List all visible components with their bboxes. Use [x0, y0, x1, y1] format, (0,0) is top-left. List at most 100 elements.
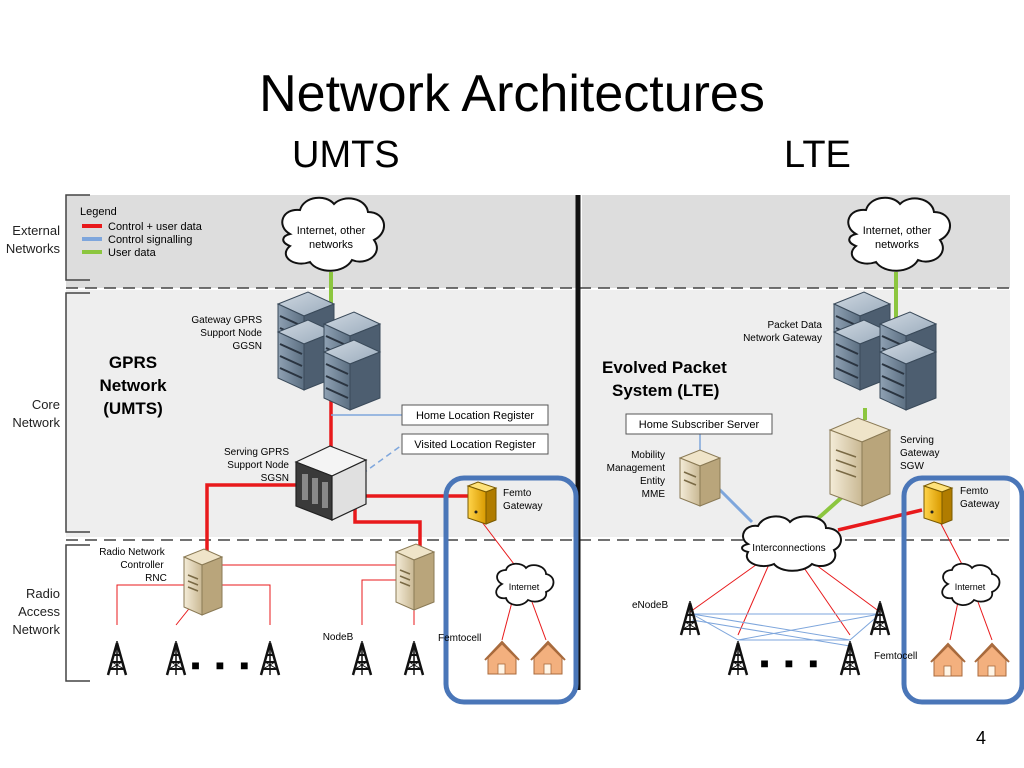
- house-icon: [484, 641, 520, 675]
- umts-internet-label-2: networks: [309, 239, 354, 251]
- umts-femtocell-label: Femtocell: [438, 633, 481, 644]
- tower-icon: [106, 639, 128, 677]
- tower-icon-4: [351, 639, 373, 677]
- legend-title: Legend: [80, 206, 117, 218]
- umts-more-dots: ■ ■ ■: [191, 657, 254, 673]
- page-number: 4: [975, 728, 986, 748]
- bracket-external: [65, 194, 90, 281]
- rnc-server-icon-2: [395, 543, 435, 611]
- gprs-network-label-1: GPRS: [109, 353, 157, 372]
- sgsn-label-2: Support Node: [227, 460, 289, 471]
- vlr-box: [401, 433, 549, 455]
- tower-icon-3: [259, 639, 281, 677]
- ggsn-label-1: Gateway GPRS: [191, 315, 262, 326]
- mme-label-3: Entity: [640, 476, 665, 487]
- enodeb-tower-icon-4: [869, 599, 891, 637]
- subtitle-umts: UMTS: [292, 134, 400, 176]
- enodeb-label: eNodeB: [632, 600, 668, 611]
- rnc-label-2: Controller: [120, 560, 164, 571]
- house-icon-lte: [930, 643, 966, 677]
- house-icon-lte-2: [974, 643, 1010, 677]
- link-internet-house2-lte: [977, 601, 993, 641]
- subtitle-lte: LTE: [784, 134, 851, 176]
- umts-femto-internet-label: Internet: [509, 582, 540, 592]
- mme-server-icon: [678, 449, 722, 507]
- umts-femto-gateway-label-1: Femto: [503, 488, 532, 499]
- nodeb-label: NodeB: [323, 632, 354, 643]
- link-internet-house2-umts: [531, 601, 547, 641]
- eps-label-1: Evolved Packet: [602, 358, 727, 377]
- link-internet-house1-lte: [949, 601, 959, 641]
- legend: Legend Control + user data Control signa…: [80, 206, 203, 259]
- link-ic-enb3: [799, 561, 851, 636]
- lte-femtocell-label: Femtocell: [874, 651, 917, 662]
- sgw-label-3: SGW: [900, 461, 924, 472]
- tower-icon-5: [403, 639, 425, 677]
- layer-label-ran: Radio Access Network: [12, 586, 60, 637]
- rnc-label-1: Radio Network: [99, 547, 166, 558]
- bracket-core: [65, 292, 90, 533]
- interconnections-cloud-icon: [741, 515, 842, 572]
- link-ic-enb1: [689, 561, 761, 613]
- link-rnc1-tower3: [222, 584, 271, 625]
- hlr-label: Home Location Register: [416, 410, 534, 422]
- sgw-label-2: Gateway: [900, 448, 939, 459]
- lte-more-dots: ■ ■ ■: [760, 655, 823, 671]
- cloud-icon-small: [495, 562, 555, 606]
- mme-label-1: Mobility: [631, 450, 665, 461]
- hlr-box: [401, 404, 549, 426]
- x2-mesh: [691, 613, 881, 647]
- lte-internet-label-2: networks: [875, 239, 920, 251]
- sgsn-label-1: Serving GPRS: [224, 447, 289, 458]
- gprs-network-label-2: Network: [99, 376, 167, 395]
- rnc-label-3: RNC: [145, 573, 167, 584]
- sgsn-switch-icon: [294, 445, 368, 521]
- umts-internet-label-1: Internet, other: [297, 225, 366, 237]
- bracket-ran: [65, 544, 90, 682]
- link-rnc2-nodeb: [361, 579, 398, 625]
- eps-label-2: System (LTE): [612, 381, 719, 400]
- umts-femto-gateway-label-2: Gateway: [503, 501, 542, 512]
- sgw-server-icon: [828, 417, 892, 507]
- hss-box: [625, 413, 773, 435]
- femto-gateway-icon-lte: [922, 481, 954, 525]
- ggsn-label-3: GGSN: [233, 341, 262, 352]
- enodeb-tower-icon: [679, 599, 701, 637]
- layer-label-external: External Networks: [5, 223, 60, 256]
- lte-femto-gateway-label-1: Femto: [960, 486, 989, 497]
- mme-label-4: MME: [642, 489, 666, 500]
- gprs-network-label-3: (UMTS): [103, 399, 162, 418]
- enodeb-tower-icon-3: [839, 639, 861, 677]
- legend-label-control-user: Control + user data: [108, 221, 203, 233]
- femto-highlight-box-umts: [443, 475, 579, 705]
- enodeb-tower-icon-2: [727, 639, 749, 677]
- lte-femto-gateway-label-2: Gateway: [960, 499, 999, 510]
- link-sgsn-rnc1: [205, 483, 296, 560]
- cloud-icon-small-lte: [941, 562, 1001, 606]
- external-band-lte: [582, 195, 1010, 288]
- pdn-gateway-label-1: Packet Data: [768, 320, 823, 331]
- interconnections-label: Interconnections: [752, 543, 825, 554]
- layer-label-core: Core Network: [12, 397, 60, 430]
- vlr-label: Visited Location Register: [414, 439, 536, 451]
- mme-label-2: Management: [607, 463, 666, 474]
- slide-title: Network Architectures: [259, 65, 765, 123]
- femto-gateway-icon: [466, 481, 498, 525]
- pdn-gateway-label-2: Network Gateway: [743, 333, 822, 344]
- sgw-label-1: Serving: [900, 435, 934, 446]
- link-sgsn-vlr: [361, 444, 403, 475]
- ggsn-label-2: Support Node: [200, 328, 262, 339]
- sgsn-label-3: SGSN: [261, 473, 289, 484]
- link-rnc1-tower1: [116, 584, 188, 625]
- legend-label-control-signalling: Control signalling: [108, 234, 192, 246]
- lte-internet-label-1: Internet, other: [863, 225, 932, 237]
- rnc-server-icon: [183, 548, 223, 616]
- link-ic-enb4: [811, 561, 881, 613]
- legend-label-user-data: User data: [108, 247, 157, 259]
- femto-highlight-box-lte: [901, 475, 1024, 705]
- link-interconnections-femtogw: [837, 508, 923, 532]
- cloud-icon: [281, 196, 385, 272]
- lte-femto-internet-label: Internet: [955, 582, 986, 592]
- cloud-icon-lte: [847, 196, 951, 272]
